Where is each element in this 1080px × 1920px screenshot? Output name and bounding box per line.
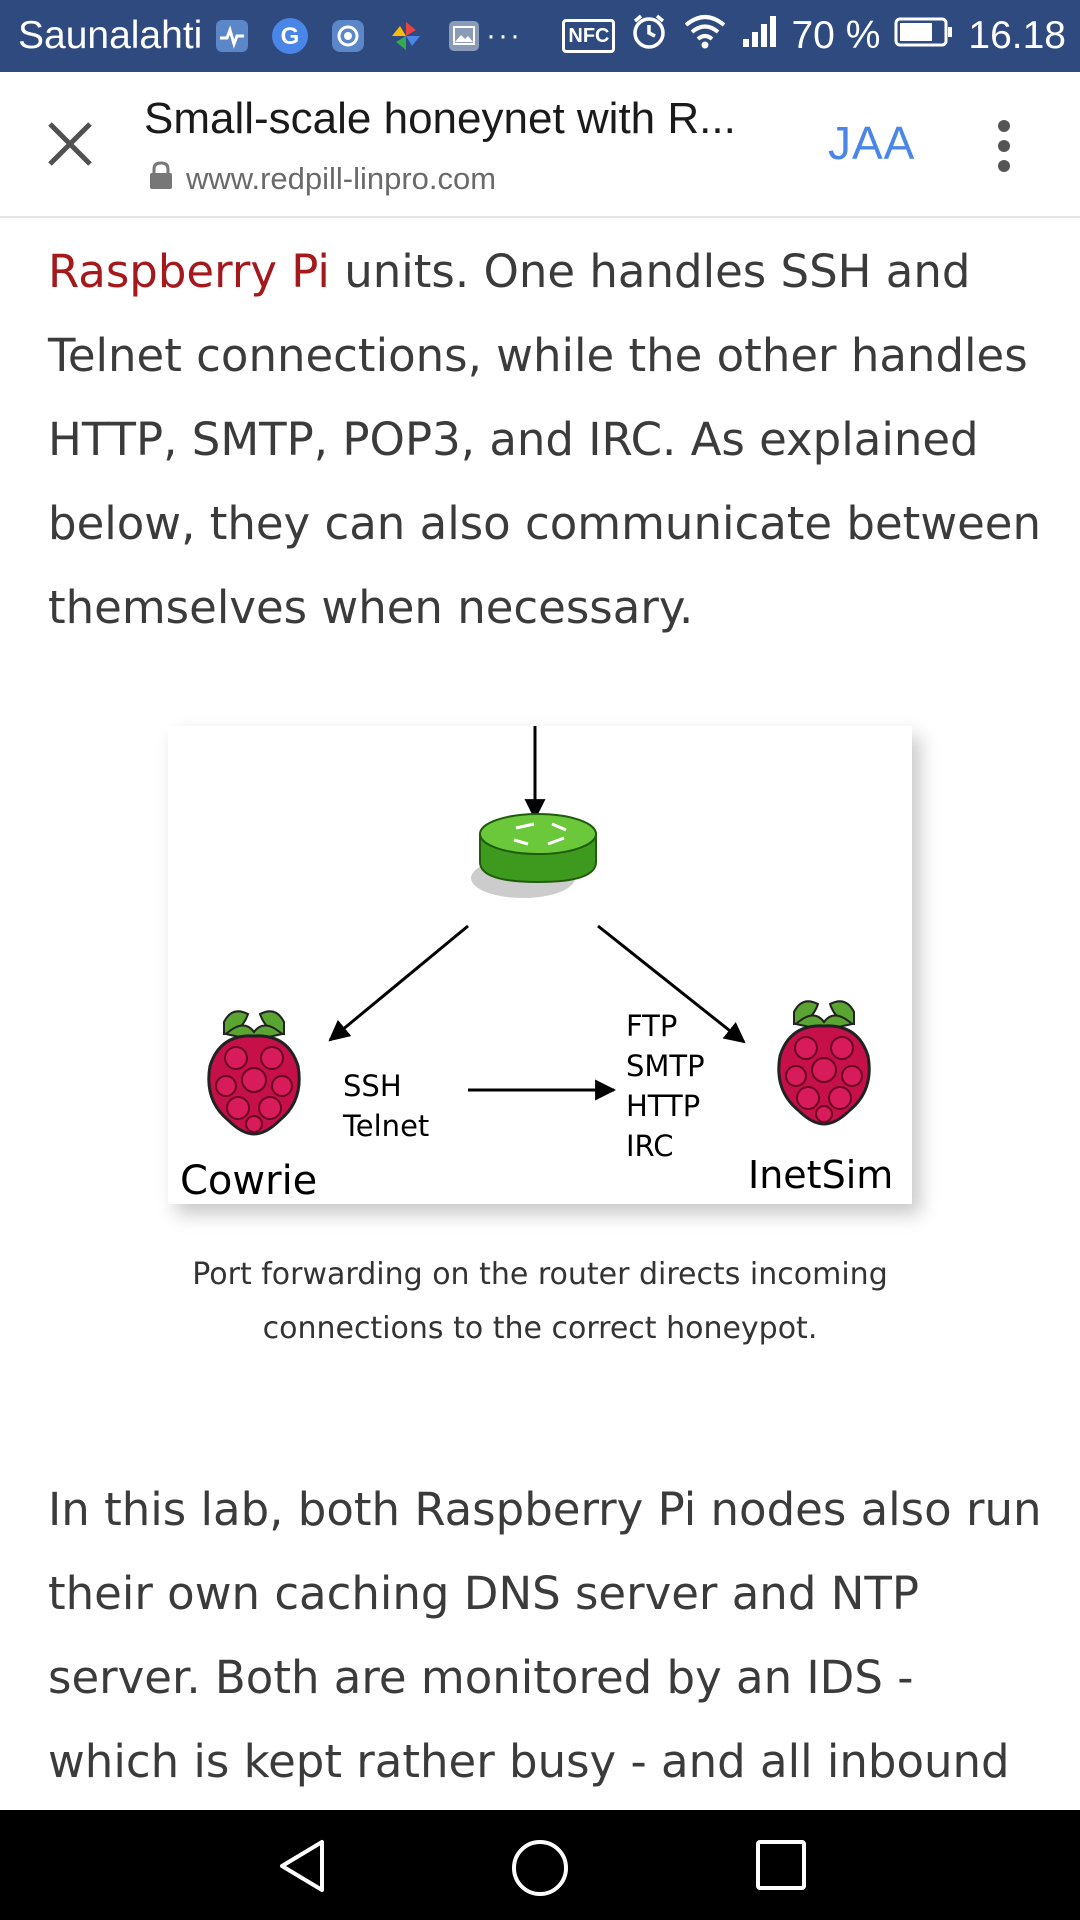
gallery-icon (444, 16, 484, 56)
inetsim-raspberry-icon (777, 999, 871, 1126)
article-paragraph: Raspberry Pi units. One handles SSH and … (48, 230, 1048, 650)
alarm-icon (629, 11, 669, 61)
router-to-cowrie-arrow (328, 924, 469, 1042)
router-icon (471, 813, 597, 898)
raspberry-pi-link[interactable]: Raspberry Pi (48, 245, 330, 298)
system-navigation-bar (0, 1810, 1080, 1920)
google-icon: G (270, 16, 310, 56)
home-button[interactable] (510, 1838, 568, 1896)
irc-label: IRC (626, 1129, 674, 1163)
pinwheel-icon (386, 16, 426, 56)
telnet-label: Telnet (342, 1109, 429, 1143)
browser-toolbar: Small-scale honeynet with R... www.redpi… (0, 72, 1080, 218)
health-app-icon (212, 16, 252, 56)
carrier-name: Saunalahti (18, 14, 203, 57)
battery-icon (894, 14, 954, 58)
notification-icons: G (212, 16, 484, 56)
inetsim-label: InetSim (748, 1153, 893, 1197)
home-circle-icon (512, 1840, 568, 1896)
back-triangle-icon (280, 1840, 324, 1892)
smtp-label: SMTP (626, 1049, 705, 1083)
page-url[interactable]: www.redpill-linpro.com (148, 160, 496, 198)
clock: 16.18 (968, 14, 1066, 57)
recents-square-icon (756, 1840, 806, 1890)
overflow-menu-button[interactable] (984, 118, 1024, 174)
battery-percentage: 70 % (791, 14, 881, 57)
wifi-icon (683, 13, 727, 59)
status-bar: Saunalahti G ··· NFC 70 % (0, 0, 1080, 72)
http-label: HTTP (626, 1089, 700, 1123)
more-notifications-indicator: ··· (486, 19, 522, 52)
more-vert-icon (998, 120, 1010, 172)
paragraph-text: units. One handles SSH and Telnet connec… (48, 245, 1042, 634)
signal-icon (741, 13, 777, 59)
page-title: Small-scale honeynet with R... (144, 94, 736, 143)
ftp-label: FTP (626, 1009, 677, 1043)
article-paragraph-2: In this lab, both Raspberry Pi nodes als… (48, 1483, 1042, 1788)
record-icon (328, 16, 368, 56)
cowrie-label: Cowrie (180, 1158, 317, 1204)
system-indicators: NFC 70 % 16.18 (562, 0, 1066, 72)
url-text: www.redpill-linpro.com (186, 161, 497, 196)
cowrie-raspberry-icon (207, 1009, 301, 1136)
close-button[interactable] (42, 116, 98, 172)
router-to-inetsim-arrow (597, 924, 746, 1044)
figure-caption: Port forwarding on the router directs in… (192, 1257, 888, 1346)
lock-icon (148, 160, 174, 198)
honeynet-diagram: Cowrie InetSim SSH Telnet FTP SMTP HTTP … (168, 726, 912, 1204)
close-icon (48, 122, 92, 166)
recents-button[interactable] (754, 1838, 810, 1894)
nfc-icon: NFC (562, 19, 616, 53)
back-button[interactable] (274, 1838, 330, 1894)
ssh-label: SSH (343, 1069, 402, 1103)
share-button[interactable]: JAA (828, 117, 916, 169)
svg-text:G: G (281, 23, 300, 50)
